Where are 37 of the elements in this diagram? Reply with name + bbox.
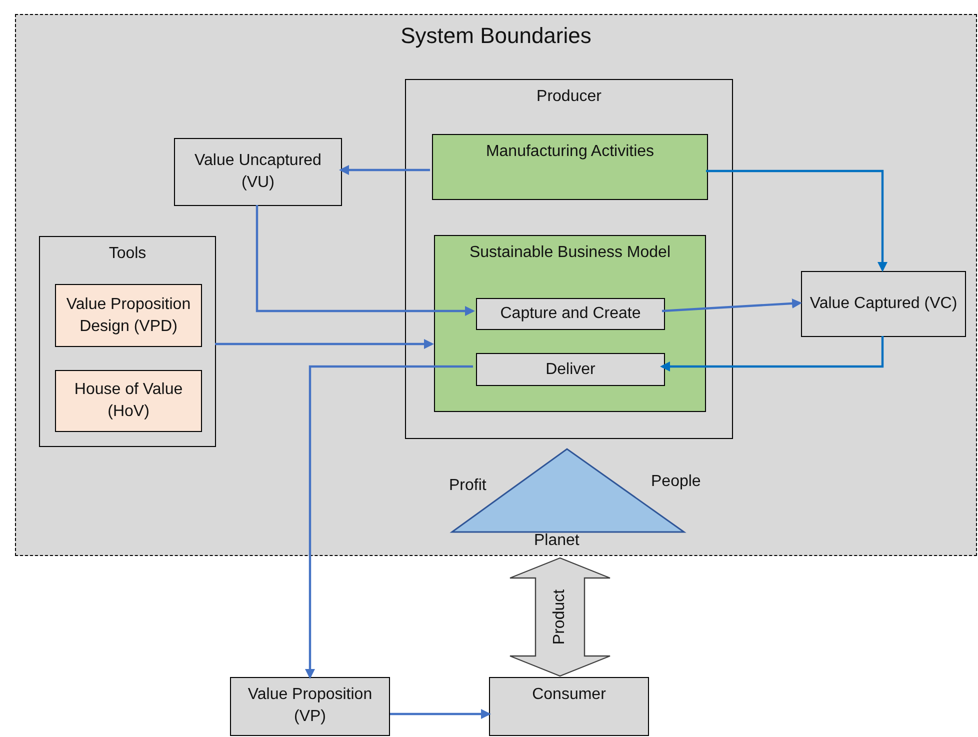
node-label: Tools <box>108 244 146 264</box>
process-box <box>432 134 708 200</box>
node-label: Sustainable Business Model <box>469 243 670 263</box>
node-label: Value Captured (VC) <box>810 294 958 314</box>
arrow <box>215 339 434 349</box>
tool-box <box>55 370 202 432</box>
node-label: Capture and Create <box>500 304 641 324</box>
node-label: Deliver <box>546 360 596 380</box>
arrow <box>339 165 430 175</box>
node-label: Manufacturing Activities <box>486 142 654 162</box>
triangle-label: Profit <box>449 477 486 495</box>
node-label: Value Uncaptured (VU) <box>194 151 322 193</box>
node-label: Consumer <box>532 685 606 705</box>
container-box <box>801 271 966 337</box>
arrow <box>660 336 884 372</box>
container-box <box>39 236 216 447</box>
node-label: House of Value (HoV) <box>73 380 184 422</box>
process-box <box>489 677 649 736</box>
arrow <box>706 170 888 272</box>
process-box <box>476 353 665 386</box>
container-box <box>174 138 342 206</box>
node-label: Producer <box>536 87 602 107</box>
container-box <box>405 79 733 439</box>
tool-box <box>55 284 202 347</box>
node-label: Value Proposition Design (VPD) <box>65 294 192 336</box>
process-box <box>434 235 706 412</box>
boundary-band <box>15 14 977 556</box>
arrow <box>662 298 802 312</box>
arrow <box>305 365 473 679</box>
arrow <box>256 205 475 316</box>
triangle-label: Planet <box>534 532 580 550</box>
boundary-title: System Boundaries <box>400 22 592 50</box>
process-box <box>230 677 390 736</box>
triangle-label: People <box>651 473 701 491</box>
process-box <box>476 298 665 330</box>
node-label: Value Proposition (VP) <box>246 685 374 727</box>
arrow <box>390 709 491 719</box>
